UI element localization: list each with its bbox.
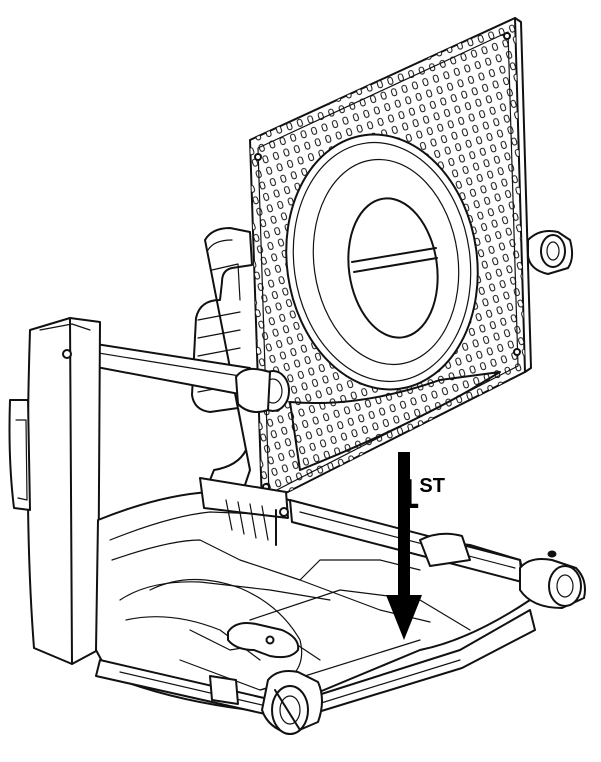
step-number: 1 xyxy=(396,470,419,517)
step-suffix: ST xyxy=(419,475,445,497)
panel-right-wheel xyxy=(527,230,574,275)
base-right-wheel xyxy=(519,550,586,609)
left-frame xyxy=(8,317,101,665)
hinge-bracket xyxy=(199,477,289,546)
base-left-wheel xyxy=(209,670,323,735)
upper-crossbar xyxy=(69,339,290,413)
step-callout: 1ST xyxy=(396,470,445,518)
down-arrow xyxy=(386,452,422,640)
fan-panel xyxy=(249,17,532,506)
